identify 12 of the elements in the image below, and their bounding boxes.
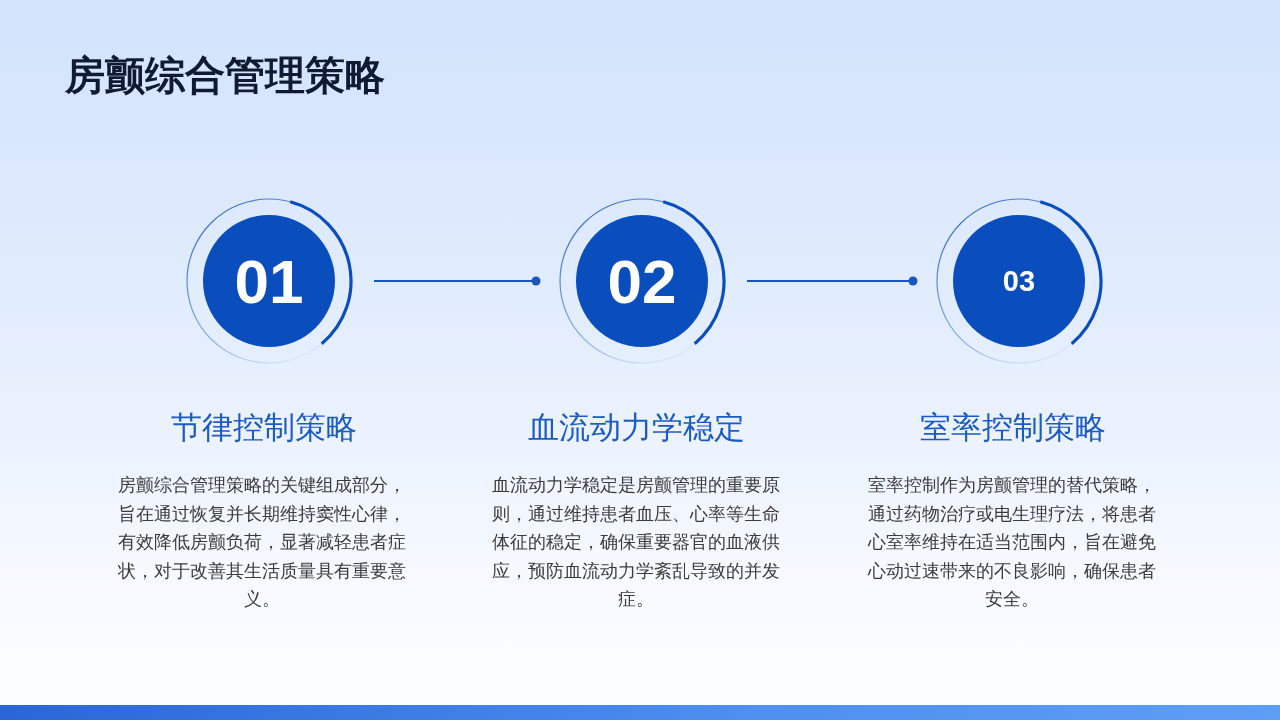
ring-circle [185,197,353,365]
connector-line [373,276,541,286]
step-heading: 室率控制策略 [920,408,1106,447]
step-description: 血流动力学稳定是房颤管理的重要原则，通过维持患者血压、心率等生命体征的稳定，确保重要器官的血液供应，预防血流动力学紊乱导致的并发症。 [491,474,781,611]
step-heading: 节律控制策略 [171,408,357,447]
ring-circle [558,197,726,365]
step-description: 房颤综合管理策略的关键组成部分，旨在通过恢复并长期维持窦性心律，有效降低房颤负荷，显著减轻患者症状，对于改善其生活质量具有重要意义。 [117,474,407,611]
ring-circle [935,197,1103,365]
connector-line [746,276,918,286]
step-heading: 血流动力学稳定 [527,408,745,447]
slide-title: 房颤综合管理策略 [65,51,385,99]
step-description: 室率控制作为房颤管理的替代策略，通过药物治疗或电生理疗法，将患者心室率维持在适当范围内，旨在避免心动过速带来的不良影响，确保患者安全。 [867,474,1157,611]
